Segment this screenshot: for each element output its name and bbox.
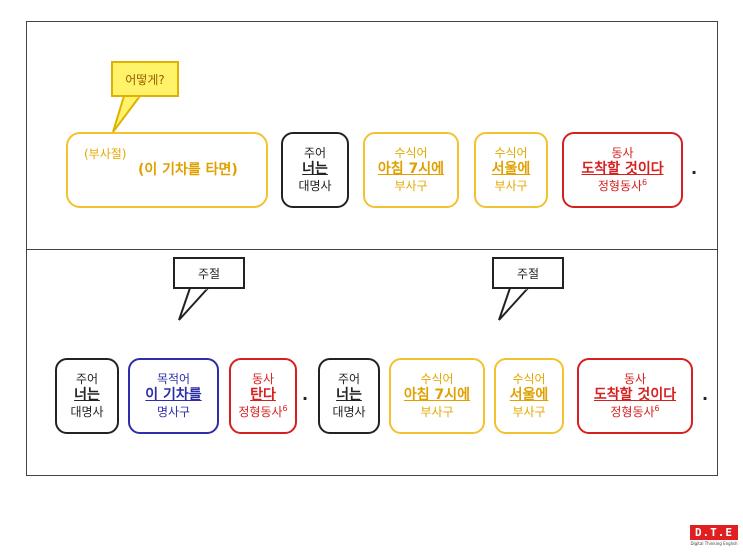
- box-category: 부사구: [420, 404, 454, 419]
- box-role: 동사: [251, 371, 275, 386]
- box-category: 정형동사6: [597, 178, 648, 194]
- box-category: 대명사: [70, 404, 104, 419]
- main-clause-callout-1: 주절: [173, 257, 245, 289]
- box-word: 도착할 것이다: [581, 160, 664, 177]
- how-callout-text: 어떻게?: [125, 72, 165, 87]
- adverb-clause-box: (부사절) (이 기차를 타면): [66, 132, 268, 208]
- sentence-period: .: [302, 385, 309, 404]
- dte-logo: D.T.E Digital Thinking English: [690, 525, 738, 546]
- adverb-clause-role: (부사절): [84, 147, 127, 161]
- verb-box: 동사 도착할 것이다 정형동사6: [562, 132, 683, 208]
- verb-box: 동사 탄다 정형동사6: [229, 358, 297, 434]
- box-role: 주어: [337, 372, 361, 387]
- box-role: 목적어: [156, 372, 191, 387]
- subject-box: 주어 너는 대명사: [281, 132, 349, 208]
- logo-mark: D.T.E: [690, 525, 738, 540]
- object-box: 목적어 이 기차를 명사구: [128, 358, 219, 434]
- box-role: 수식어: [512, 372, 546, 387]
- sentence-period: .: [702, 385, 709, 404]
- sentence-period: .: [691, 159, 698, 178]
- box-word: 도착할 것이다: [593, 386, 677, 403]
- modifier-box-time: 수식어 아침 7시에 부사구: [363, 132, 459, 208]
- verb-box: 동사 도착할 것이다 정형동사6: [577, 358, 693, 434]
- box-word: 서울에: [491, 161, 531, 178]
- modifier-box-time: 수식어 아침 7시에 부사구: [389, 358, 485, 434]
- box-word: 이 기차를: [145, 387, 202, 404]
- box-category: 명사구: [156, 404, 191, 419]
- box-role: 수식어: [420, 372, 454, 387]
- main-clause-callout-text: 주절: [516, 266, 540, 281]
- modifier-box-place: 수식어 서울에 부사구: [494, 358, 564, 434]
- box-category: 정형동사6: [610, 404, 660, 420]
- box-word: 너는: [302, 161, 328, 178]
- modifier-box-place: 수식어 서울에 부사구: [474, 132, 548, 208]
- box-category: 대명사: [298, 178, 332, 193]
- box-category: 대명사: [332, 404, 366, 419]
- box-role: 동사: [623, 371, 647, 386]
- adverb-clause-text: (이 기차를 타면): [138, 162, 238, 178]
- box-word: 아침 7시에: [377, 161, 445, 178]
- bottom-panel: [26, 249, 718, 476]
- box-category: 부사구: [494, 178, 528, 193]
- box-word: 탄다: [250, 386, 276, 403]
- main-clause-callout-text: 주절: [197, 266, 221, 281]
- subject-box: 주어 너는 대명사: [318, 358, 380, 434]
- box-role: 동사: [611, 145, 634, 160]
- main-clause-callout-2: 주절: [492, 257, 564, 289]
- box-word: 너는: [74, 387, 100, 404]
- box-word: 아침 7시에: [403, 387, 471, 404]
- top-panel: [26, 21, 718, 250]
- box-category: 부사구: [512, 404, 546, 419]
- box-role: 수식어: [394, 146, 428, 161]
- box-category: 부사구: [394, 178, 428, 193]
- subject-box: 주어 너는 대명사: [55, 358, 119, 434]
- box-word: 너는: [336, 387, 362, 404]
- box-role: 주어: [303, 146, 327, 161]
- box-role: 수식어: [494, 146, 528, 161]
- box-word: 서울에: [509, 387, 549, 404]
- logo-tagline: Digital Thinking English: [690, 541, 738, 546]
- box-category: 정형동사6: [238, 404, 288, 420]
- how-callout: 어떻게?: [111, 61, 179, 97]
- box-role: 주어: [75, 372, 99, 387]
